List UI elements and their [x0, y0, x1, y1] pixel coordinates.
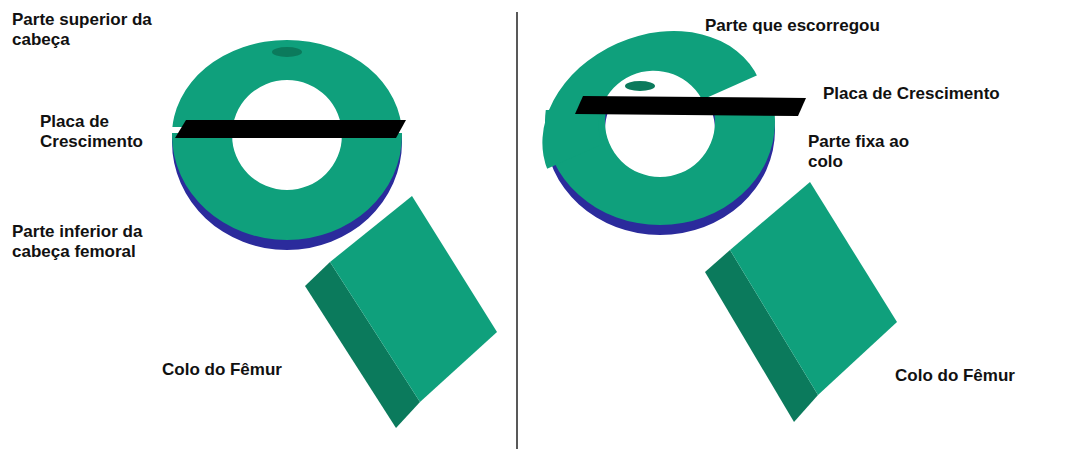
part-label: Placa de Crescimento: [823, 84, 1000, 104]
part-label: Placa de Crescimento: [40, 112, 160, 152]
head-dimple: [272, 47, 302, 57]
part-label: Parte fixa ao colo: [808, 132, 913, 172]
head-slipped: [512, 0, 795, 255]
head-upper: [172, 40, 402, 127]
part-label: Parte inferior da cabeça femoral: [12, 222, 184, 262]
growth-plate: [175, 120, 406, 138]
head-lower: [172, 133, 402, 240]
part-label: Colo do Fêmur: [162, 360, 282, 380]
part-label: Colo do Fêmur: [895, 366, 1015, 386]
growth-plate: [575, 96, 806, 116]
head-dimple: [625, 81, 655, 91]
panel-divider: [516, 12, 518, 449]
part-label: Parte que escorregou: [705, 16, 880, 36]
neck-front: [730, 182, 897, 395]
part-label: Parte superior da cabeça: [12, 10, 157, 50]
